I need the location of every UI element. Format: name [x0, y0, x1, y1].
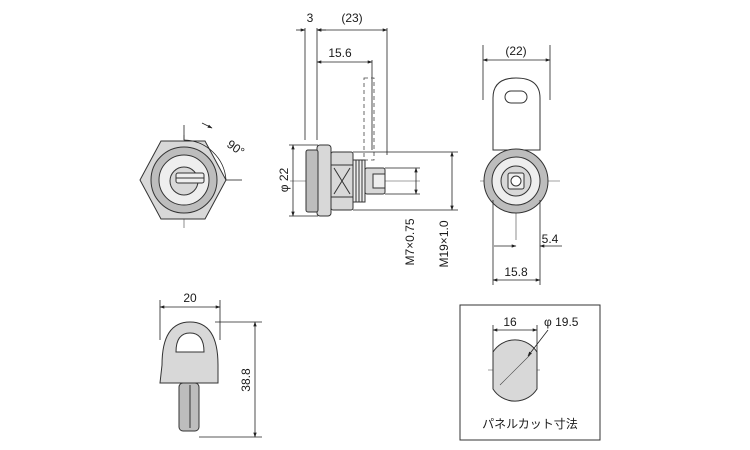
- length-a-dimension: 15.6: [328, 46, 352, 60]
- thread-large-dimension: M19×1.0: [437, 220, 451, 267]
- front-view: 90°: [139, 122, 247, 228]
- cam-offset-dimension: 5.4: [542, 232, 559, 246]
- rear-view: (22) 5.4 15.8: [480, 44, 562, 285]
- panel-cut-label: パネルカット寸法: [482, 417, 578, 431]
- key-length-dimension: 38.8: [239, 368, 253, 392]
- cut-width-dimension: 16: [503, 315, 517, 329]
- side-view: 3 (23) 15.6 φ 22 M7×0.75: [277, 11, 458, 268]
- key-view: 20 38.8: [159, 291, 262, 438]
- panel-cut-box: 16 φ 19.5 パネルカット寸法: [459, 304, 601, 441]
- cut-dia-dimension: φ 19.5: [544, 315, 579, 329]
- rear-width-dimension: 15.8: [504, 265, 528, 279]
- thickness-dimension: 3: [307, 11, 314, 25]
- angle-dimension: 90°: [224, 137, 247, 159]
- flange-dia-dimension: φ 22: [277, 167, 291, 192]
- cam-width-dimension: (22): [505, 44, 526, 58]
- thread-small-dimension: M7×0.75: [403, 218, 417, 265]
- key-width-dimension: 20: [183, 291, 197, 305]
- overall-length-dimension: (23): [341, 11, 362, 25]
